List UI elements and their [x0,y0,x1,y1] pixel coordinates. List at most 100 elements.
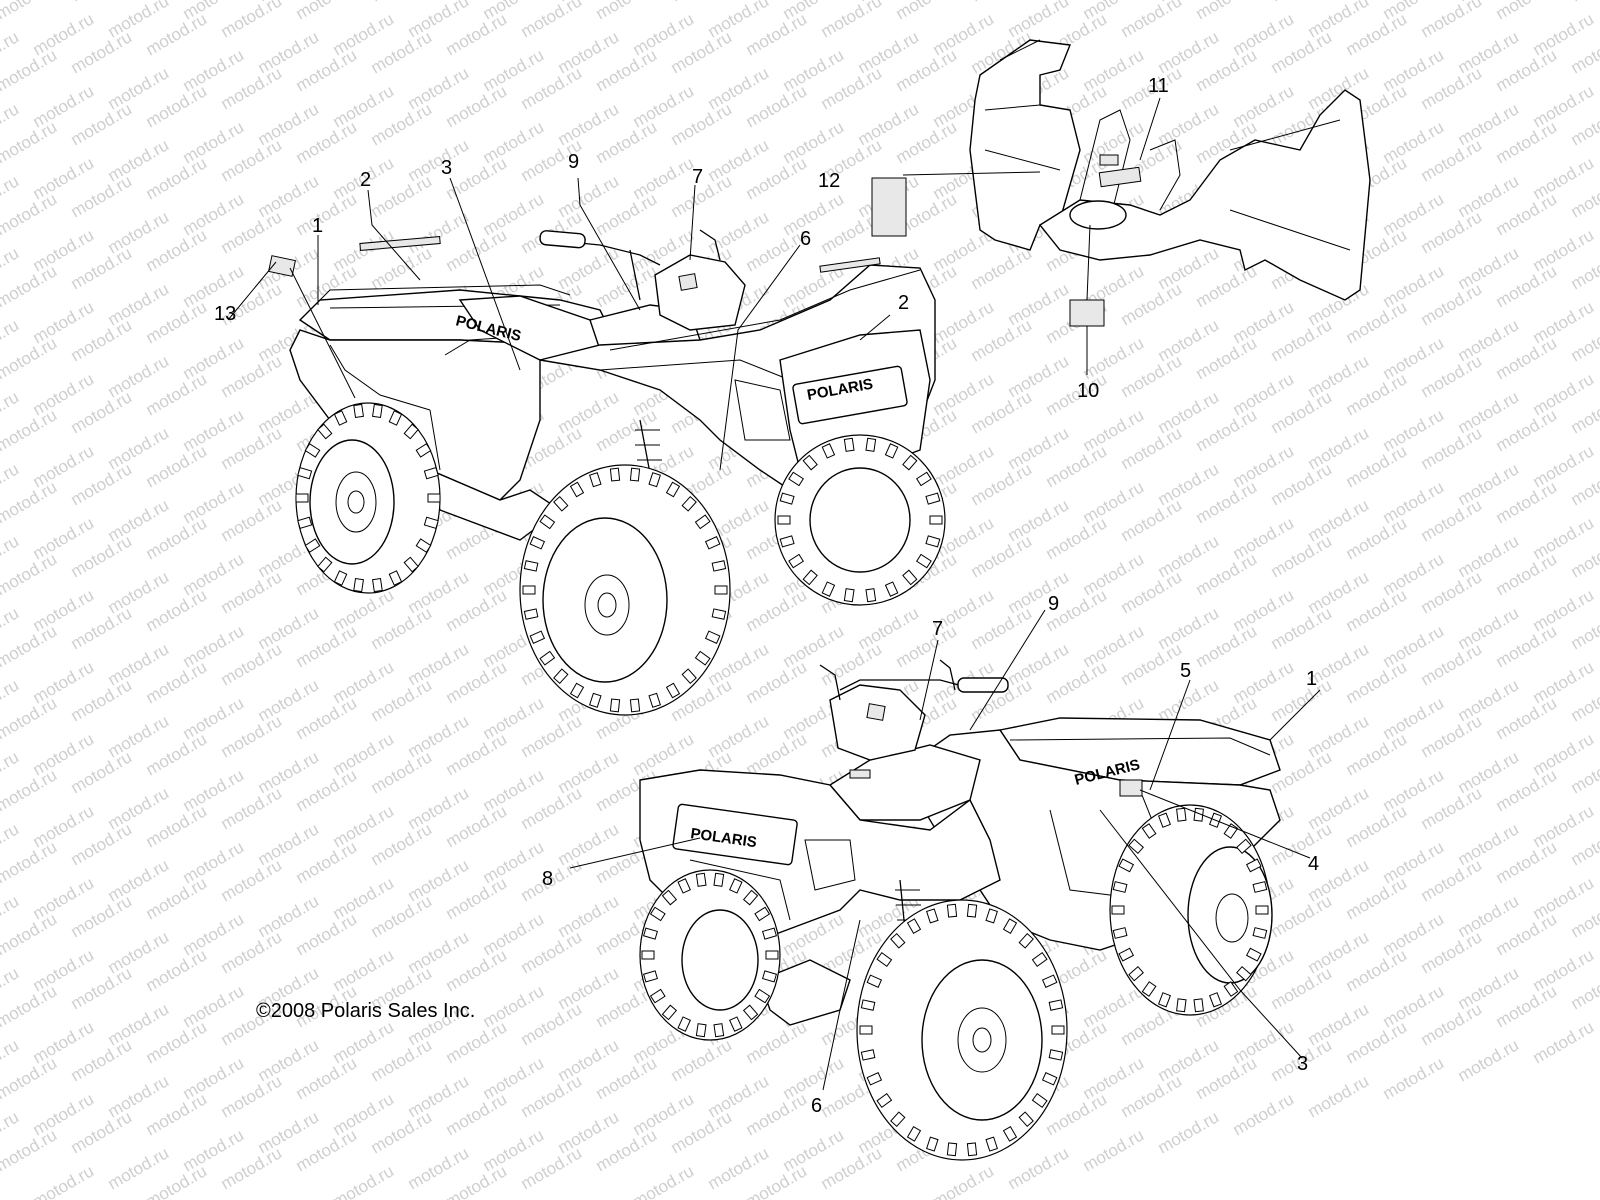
watermark-text: motod.ru [1493,0,1561,23]
tread-block [1002,918,1018,934]
tread-block [925,535,941,548]
watermark-text: motod.ru [0,45,60,95]
tread-block [843,437,855,452]
tread-block [1031,952,1048,967]
tread-block [821,581,836,597]
tread-block [1252,881,1268,893]
tread-block [742,1004,759,1021]
tread-block [1111,905,1125,915]
tread-block [926,1136,939,1152]
tread-block [865,437,877,452]
tread-block [694,650,711,666]
tread-block [523,560,539,572]
tread-block [403,556,419,573]
tread-block [1018,1111,1034,1128]
tread-block [884,581,899,597]
tread-block [295,493,309,503]
callout-9b: 9 [1048,593,1059,615]
tread-block [1141,981,1157,997]
tread-block [906,918,922,934]
tread-block [985,1136,998,1152]
watermark-text: motod.ru [0,1053,60,1103]
tread-block [929,515,943,525]
tread-block [423,516,439,529]
watermark-text: motod.ru [1118,0,1186,41]
tread-block [681,668,697,685]
watermark-text: motod.ru [0,549,60,599]
tread-block [641,950,655,960]
callout-11: 11 [1148,75,1169,97]
tread-block [704,630,721,644]
tread-block [523,608,539,620]
tread-block [1128,966,1144,982]
tread-block [946,1142,958,1157]
tread-block [553,668,569,685]
tread-block [695,1023,707,1038]
tread-block [661,1004,678,1021]
tread-block [1048,1049,1064,1061]
tread-block [1112,927,1128,939]
tread-block [711,560,727,572]
tread-block [333,570,348,586]
tread-block [649,906,666,922]
watermark-text: motod.ru [818,0,886,41]
watermark-text: motod.ru [293,0,361,23]
tread-block [860,1049,876,1061]
tread-block [1176,998,1187,1013]
tread-block [388,410,403,426]
atv-bottom: POLARIS POLARIS [542,593,1321,1161]
watermark-text: motod.ru [1230,1089,1298,1139]
tread-block [1157,992,1172,1008]
tread-block [711,608,727,620]
watermark-text: motod.ru [0,837,60,887]
watermark-text: motod.ru [30,1161,98,1200]
watermark-text: motod.ru [1193,0,1261,23]
tread-block [902,454,918,471]
tread-block [661,889,678,906]
watermark-text: motod.ru [0,621,60,671]
tread-block [821,443,836,459]
watermark-text: motod.ru [0,909,60,959]
tread-block [353,403,364,418]
watermark-text: motod.ru [930,1161,998,1200]
tread-block [1118,858,1135,873]
tread-block [427,493,441,503]
tread-block [966,1142,978,1157]
tread-block [1041,974,1058,988]
tread-block [642,970,659,983]
tread-block [1041,1072,1058,1086]
callout-3b: 3 [1297,1053,1308,1075]
tread-block [713,872,725,887]
tread-block [926,908,939,924]
tread-block [539,514,556,530]
tread-block [890,1111,906,1128]
callout-6: 6 [800,228,811,250]
tread-block [765,950,779,960]
tread-block [589,472,602,488]
tread-block [865,588,877,603]
watermark-text: motod.ru [218,0,286,41]
tread-block [1176,807,1187,822]
tread-block [1051,1025,1065,1035]
tread-block [729,1016,743,1032]
tread-block [915,553,932,569]
callout-12: 12 [818,170,840,192]
tread-block [742,889,759,906]
watermark-text: motod.ru [0,405,60,455]
callout-7: 7 [692,166,703,188]
tread-block [1245,947,1262,962]
tread-block [906,1126,922,1142]
tread-block [695,872,707,887]
tread-block [729,878,743,894]
tread-block [704,536,721,550]
tread-block [589,692,602,708]
tread-block [629,467,641,482]
copyright-notice: ©2008 Polaris Sales Inc. [256,1000,475,1022]
callout-1: 1 [312,215,323,237]
decal-12 [871,177,907,237]
tread-block [876,1093,893,1108]
watermark-text: motod.ru [668,0,736,5]
watermark-text: motod.ru [1380,1053,1448,1103]
